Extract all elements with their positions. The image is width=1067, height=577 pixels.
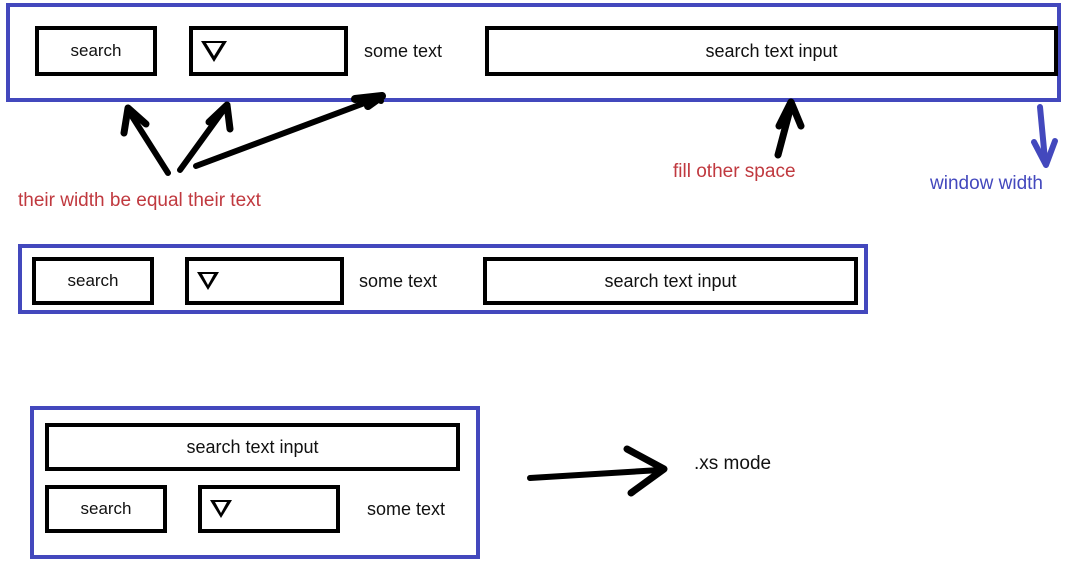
dropdown-select-full[interactable] bbox=[189, 26, 348, 76]
search-text-input-full[interactable]: search text input bbox=[485, 26, 1058, 76]
arrow-fill-other-space bbox=[774, 98, 805, 159]
search-button-medium[interactable]: search bbox=[32, 257, 154, 305]
caret-down-icon bbox=[210, 500, 232, 518]
some-text-label-medium-text: some text bbox=[359, 270, 438, 291]
search-text-input-medium-value: search text input bbox=[604, 270, 737, 291]
dropdown-select-medium[interactable] bbox=[185, 257, 344, 305]
arrow-window-width bbox=[1031, 104, 1058, 168]
search-text-input-xs-value: search text input bbox=[186, 436, 319, 457]
caret-down-icon bbox=[197, 272, 219, 290]
search-text-input-full-value: search text input bbox=[705, 40, 838, 61]
medium-width-toolbar-panel: search some text search text input bbox=[18, 244, 868, 314]
xs-width-toolbar-panel: search text input search some text bbox=[30, 406, 480, 559]
annotation-xs-mode: .xs mode bbox=[694, 453, 771, 475]
search-button-label: search bbox=[80, 499, 132, 518]
some-text-label-xs-text: some text bbox=[367, 498, 446, 519]
search-button-label: search bbox=[67, 271, 119, 290]
some-text-label-xs: some text bbox=[367, 485, 445, 533]
arrow-to-dropdown bbox=[177, 101, 234, 173]
search-text-input-medium[interactable]: search text input bbox=[483, 257, 858, 305]
full-width-toolbar-panel: search some text search text input bbox=[6, 3, 1061, 102]
search-button-full[interactable]: search bbox=[35, 26, 157, 76]
annotation-width-equal-text-label: their width be equal their text bbox=[18, 190, 261, 211]
annotation-window-width-label: window width bbox=[930, 173, 1043, 194]
some-text-label-medium: some text bbox=[359, 257, 437, 305]
annotation-fill-other-space-label: fill other space bbox=[673, 161, 796, 182]
arrow-to-some-text bbox=[193, 92, 386, 169]
some-text-label-full-text: some text bbox=[364, 40, 443, 61]
annotation-width-equal-text: their width be equal their text bbox=[18, 190, 261, 212]
annotation-xs-mode-label: .xs mode bbox=[694, 453, 772, 474]
search-text-input-xs[interactable]: search text input bbox=[45, 423, 460, 471]
some-text-label-full: some text bbox=[364, 26, 442, 76]
annotation-window-width: window width bbox=[930, 173, 1043, 195]
arrow-to-search-button bbox=[120, 104, 171, 176]
dropdown-select-xs[interactable] bbox=[198, 485, 340, 533]
annotation-fill-other-space: fill other space bbox=[673, 161, 796, 183]
caret-down-icon bbox=[201, 40, 227, 62]
arrow-xs-mode bbox=[527, 445, 668, 497]
search-button-label: search bbox=[70, 41, 122, 60]
search-button-xs[interactable]: search bbox=[45, 485, 167, 533]
